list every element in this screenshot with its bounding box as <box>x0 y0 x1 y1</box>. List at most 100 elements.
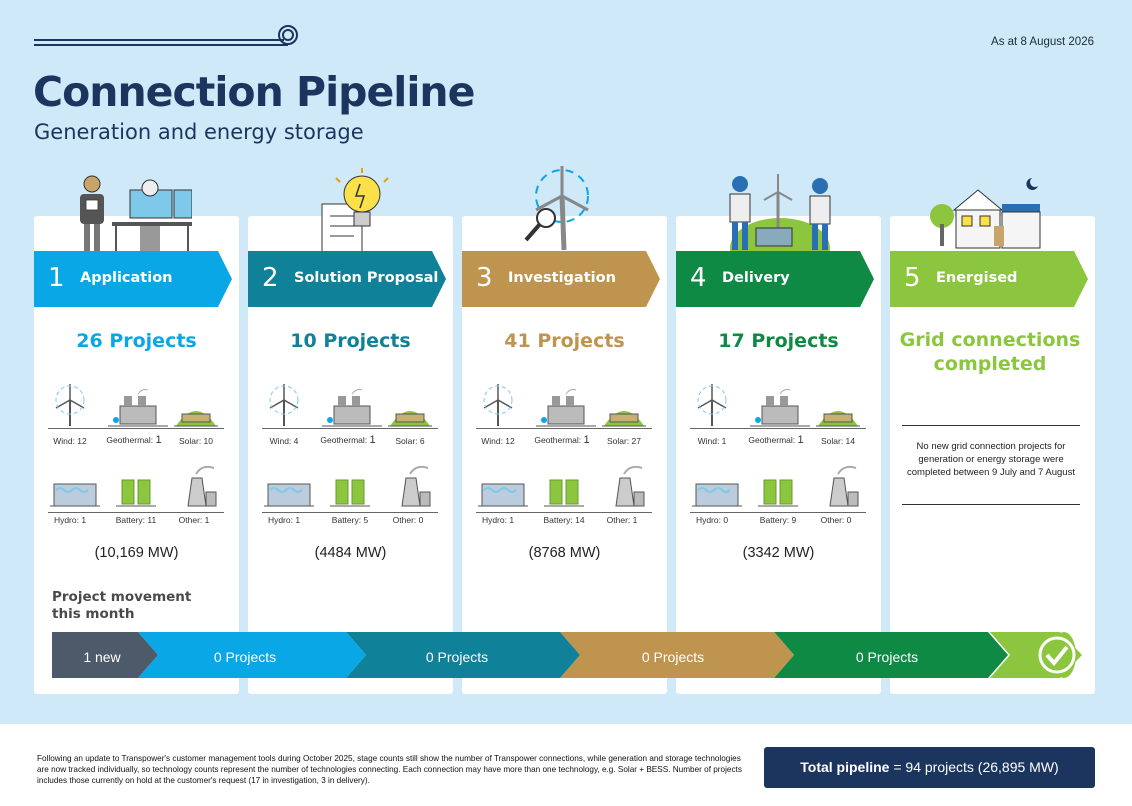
wind-turbine-icon <box>692 382 732 433</box>
tech-baseline <box>262 428 438 429</box>
battery-storage-icon <box>330 470 370 513</box>
tech-baseline <box>476 428 652 429</box>
other-count: Other: 0 <box>820 515 852 525</box>
wind-turbine-icon <box>478 382 518 433</box>
hydro-dam-icon <box>478 470 528 513</box>
page-subtitle: Generation and energy storage <box>34 120 364 144</box>
delivery-workers-illustration-icon <box>729 174 831 260</box>
geothermal-count: Geothermal: 1 <box>534 434 590 446</box>
hydro-count: Hydro: 0 <box>695 515 729 525</box>
tech-baseline <box>262 512 438 513</box>
check-icon <box>1038 636 1076 674</box>
capacity-mw: (8768 MW) <box>528 545 601 561</box>
stage-label: Solution Proposal <box>294 270 439 286</box>
geothermal-plant-icon <box>536 382 596 433</box>
battery-count: Battery: 11 <box>115 515 157 525</box>
tech-baseline <box>48 512 224 513</box>
stage-number: 1 <box>48 263 65 293</box>
hydro-dam-icon <box>50 470 100 513</box>
movement-step: 0 Projects <box>425 649 489 665</box>
hydro-count: Hydro: 1 <box>53 515 87 525</box>
application-desk-illustration-icon <box>80 175 192 252</box>
grid-connections-completed: Grid connections completed <box>899 329 1081 375</box>
other-count: Other: 0 <box>392 515 424 525</box>
stage-arrow-delivery: 4 Delivery <box>676 251 874 307</box>
project-count: 10 Projects <box>290 330 411 352</box>
other-generation-icon <box>610 462 650 513</box>
stage-number: 4 <box>690 263 707 293</box>
solar-farm-icon <box>602 382 646 433</box>
total-label: Total pipeline <box>800 759 890 775</box>
battery-count: Battery: 14 <box>543 515 585 525</box>
wind-count: Wind: 4 <box>269 436 299 446</box>
project-count: 41 Projects <box>504 330 625 352</box>
geothermal-plant-icon <box>108 382 168 433</box>
solar-count: Solar: 27 <box>606 436 642 446</box>
stage-number: 5 <box>904 263 921 293</box>
stage-number: 3 <box>476 263 493 293</box>
movement-step: 1 new <box>83 649 121 665</box>
solar-farm-icon <box>174 382 218 433</box>
other-generation-icon <box>182 462 222 513</box>
wind-turbine-icon <box>264 382 304 433</box>
energised-note: No new grid connection projects for gene… <box>907 441 1075 478</box>
divider <box>902 504 1080 505</box>
wind-count: Wind: 12 <box>481 436 515 446</box>
movement-step: 0 Projects <box>641 649 705 665</box>
geothermal-plant-icon <box>322 382 382 433</box>
wind-turbine-icon <box>50 382 90 433</box>
stage-arrow-energised: 5 Energised <box>890 251 1088 307</box>
geothermal-plant-icon <box>750 382 810 433</box>
stage-label: Investigation <box>508 270 616 286</box>
capacity-mw: (10,169 MW) <box>94 545 179 561</box>
stage-label: Delivery <box>722 270 790 286</box>
capacity-mw: (4484 MW) <box>314 545 387 561</box>
hydro-count: Hydro: 1 <box>481 515 515 525</box>
stage-arrow-application: 1 Application <box>34 251 232 307</box>
investigation-turbine-illustration-icon <box>524 166 589 251</box>
other-generation-icon <box>396 462 436 513</box>
wind-count: Wind: 1 <box>697 436 727 446</box>
movement-flow-bar <box>52 632 1082 678</box>
wind-count: Wind: 12 <box>53 436 87 446</box>
divider <box>902 425 1080 426</box>
footer-note: Following an update to Transpower's cust… <box>37 754 742 785</box>
page-title: Connection Pipeline <box>33 68 475 116</box>
geothermal-count: Geothermal: 1 <box>106 434 162 446</box>
tech-baseline <box>690 512 866 513</box>
solar-count: Solar: 14 <box>820 436 856 446</box>
solar-farm-icon <box>816 382 860 433</box>
tech-baseline <box>48 428 224 429</box>
stage-arrow-investigation: 3 Investigation <box>462 251 660 307</box>
total-value: = 94 projects (26,895 MW) <box>889 759 1059 775</box>
other-generation-icon <box>824 462 864 513</box>
solar-count: Solar: 10 <box>178 436 214 446</box>
project-count: 17 Projects <box>718 330 839 352</box>
battery-storage-icon <box>544 470 584 513</box>
tech-baseline <box>690 428 866 429</box>
flow-segment <box>346 632 580 678</box>
movement-step: 0 Projects <box>213 649 277 665</box>
other-count: Other: 1 <box>606 515 638 525</box>
flow-segment <box>774 632 1008 678</box>
hydro-count: Hydro: 1 <box>267 515 301 525</box>
solar-count: Solar: 6 <box>395 436 425 446</box>
battery-count: Battery: 5 <box>331 515 369 525</box>
flow-segment <box>52 632 158 678</box>
flow-segment <box>138 632 366 678</box>
movement-heading-line: Project movement <box>52 589 192 605</box>
energised-house-illustration-icon <box>930 178 1041 249</box>
project-count: 26 Projects <box>76 330 197 352</box>
capacity-mw: (3342 MW) <box>742 545 815 561</box>
geothermal-count: Geothermal: 1 <box>748 434 804 446</box>
stage-label: Application <box>80 270 173 286</box>
battery-storage-icon <box>758 470 798 513</box>
stage-arrow-solution-proposal: 2 Solution Proposal <box>248 251 446 307</box>
hydro-dam-icon <box>692 470 742 513</box>
stage-number: 2 <box>262 263 279 293</box>
movement-heading: Project movement this month <box>52 589 191 623</box>
movement-heading-line: this month <box>52 606 135 622</box>
battery-storage-icon <box>116 470 156 513</box>
flow-segment <box>560 632 794 678</box>
total-pipeline: Total pipeline = 94 projects (26,895 MW) <box>764 747 1095 788</box>
